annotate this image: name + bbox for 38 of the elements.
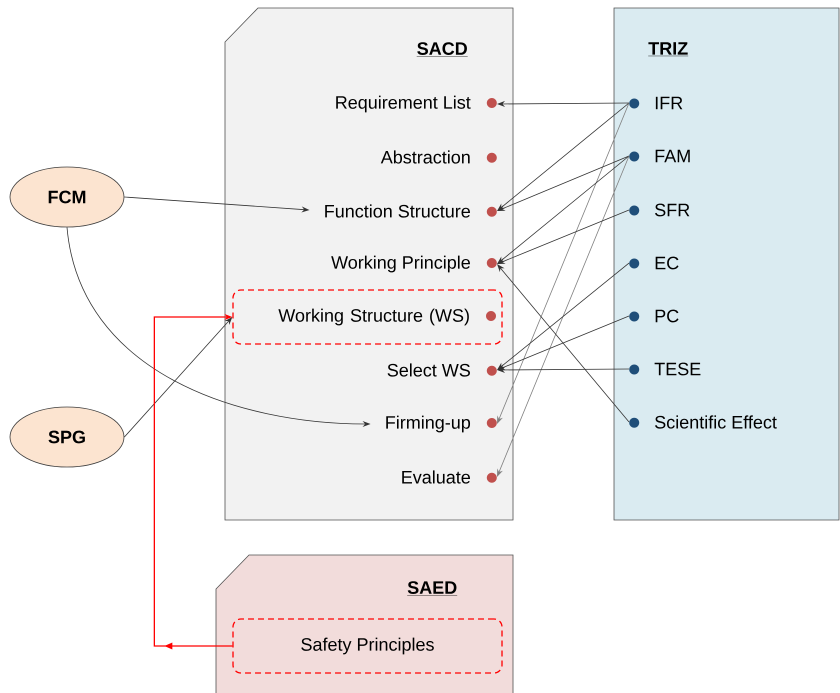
node-label: Abstraction xyxy=(380,150,470,164)
node-label: Function Structure xyxy=(325,204,470,218)
node-label: Firming-up xyxy=(386,416,470,432)
method-item: Scientific Effect xyxy=(629,415,777,429)
node-label: PC xyxy=(656,310,679,322)
node-label: Evaluate xyxy=(402,470,470,484)
node-label: IFR xyxy=(656,96,682,110)
arrow xyxy=(497,264,630,422)
arrow xyxy=(154,314,232,650)
step-item: Select WS xyxy=(388,363,497,377)
node-label: TESE xyxy=(654,362,700,376)
panel-heading: SAED xyxy=(407,581,458,596)
method-item: IFR xyxy=(629,96,682,110)
panel xyxy=(614,8,840,520)
node-label: Scientific Effect xyxy=(655,415,777,429)
method-item: PC xyxy=(629,310,679,322)
node-label: FAM xyxy=(656,150,690,162)
node-label: Requirement List xyxy=(336,96,471,112)
step-item: Function Structure xyxy=(325,204,497,218)
step-item: Abstraction xyxy=(380,150,497,164)
method-item: FAM xyxy=(629,150,690,162)
node-label: EC xyxy=(656,256,679,270)
node-label: Working Principle xyxy=(331,256,470,272)
panel-heading: SACD xyxy=(416,42,468,57)
method-item: SFR xyxy=(629,204,690,216)
method-item: TESE xyxy=(629,362,700,376)
panel xyxy=(224,8,514,520)
node-label: Select WS xyxy=(388,363,470,377)
step-item: Requirement List xyxy=(336,96,497,112)
step-item: Evaluate xyxy=(402,470,497,484)
dashed-box: Safety Principles xyxy=(232,618,503,674)
panel xyxy=(216,554,514,693)
step-item: Working Principle xyxy=(331,256,497,272)
method-item: EC xyxy=(629,256,679,270)
step-item: Firming-up xyxy=(386,416,497,432)
panel-heading: TRIZ xyxy=(648,42,688,56)
node-label: SFR xyxy=(655,204,690,216)
dashed-box: Working Structure (WS) xyxy=(232,289,503,345)
